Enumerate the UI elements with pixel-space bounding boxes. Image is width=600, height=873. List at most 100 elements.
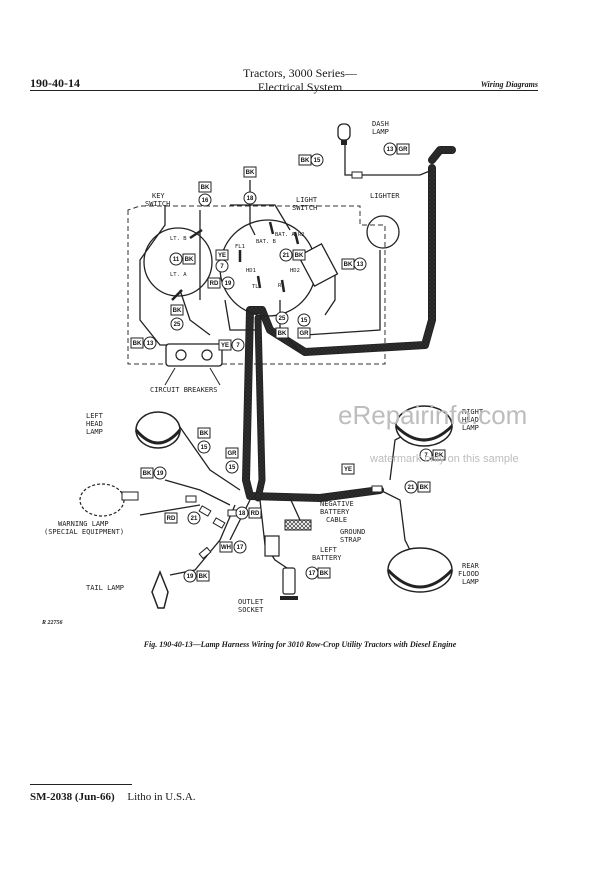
svg-text:21: 21: [408, 485, 415, 491]
ground-strap-label: STRAP: [340, 536, 361, 544]
color-code: YE: [218, 339, 232, 351]
title-line-1: Tractors, 3000 Series—: [243, 66, 357, 80]
left-head-lamp: [134, 411, 182, 449]
wire-tag: 17: [233, 540, 247, 554]
wire-tag: 13: [383, 142, 397, 156]
color-code: BK: [432, 449, 446, 461]
svg-text:BK: BK: [246, 170, 255, 176]
terminal-r2: R2: [298, 232, 305, 238]
color-code: RD: [207, 277, 221, 289]
terminal-hd2: HD2: [290, 268, 300, 274]
page-number: 190-40-14: [30, 76, 80, 90]
svg-text:RD: RD: [167, 516, 176, 522]
color-code: BK: [170, 304, 184, 316]
color-code: GR: [297, 327, 311, 339]
wires: [139, 145, 433, 576]
wire-tag: 18: [243, 191, 257, 205]
wire-tag: 15: [297, 313, 311, 327]
wire-tag: 21: [279, 248, 293, 262]
terminal-bat-a: BAT. A: [275, 232, 296, 238]
negative-battery-cable-label: CABLE: [326, 516, 347, 524]
svg-text:RD: RD: [210, 281, 219, 287]
svg-text:BK: BK: [199, 574, 208, 580]
terminal-fl1: FL1: [235, 244, 245, 250]
svg-text:BK: BK: [320, 571, 329, 577]
wire-tag: 13: [353, 257, 367, 271]
wire-tag: 7: [215, 259, 229, 273]
svg-text:YE: YE: [218, 253, 226, 259]
svg-text:YE: YE: [221, 343, 229, 349]
figure-reference-code: R 22756: [42, 620, 63, 626]
svg-text:7: 7: [236, 343, 240, 349]
svg-text:BK: BK: [201, 185, 210, 191]
right-head-lamp-label: HEAD: [462, 416, 479, 424]
svg-text:BK: BK: [301, 158, 310, 164]
svg-text:RD: RD: [251, 511, 260, 517]
wire-color-codes: BK GR BK BK BK YE RD BK BK BK BK GR BK Y…: [130, 143, 446, 582]
lighter-label: LIGHTER: [370, 192, 400, 200]
dash-lamp-label: DASH: [372, 120, 389, 128]
ground-strap-label: GROUND: [340, 528, 365, 536]
circuit-breakers: [164, 343, 223, 386]
color-code: WH: [219, 541, 233, 553]
color-code: YE: [215, 249, 229, 261]
svg-text:7: 7: [424, 453, 428, 459]
rear-flood-lamp-label: FLOOD: [458, 570, 479, 578]
wire-tag: 25: [170, 317, 184, 331]
wire-number-tags: 15 13 16 18 11 7 19 21 13 25 25 15 13 7 …: [143, 142, 433, 583]
svg-text:17: 17: [237, 545, 244, 551]
svg-text:YE: YE: [344, 467, 352, 473]
svg-text:WH: WH: [221, 545, 231, 551]
key-switch-label: SWITCH: [145, 200, 170, 208]
svg-text:15: 15: [301, 318, 308, 324]
color-code: BK: [298, 154, 312, 166]
color-code: BK: [292, 249, 306, 261]
svg-text:BK: BK: [200, 431, 209, 437]
color-code: BK: [196, 570, 210, 582]
svg-text:15: 15: [201, 445, 208, 451]
connectors: [185, 171, 383, 560]
right-head-lamp-label: RIGHT: [462, 408, 484, 416]
wire-tag: 19: [153, 466, 167, 480]
svg-text:17: 17: [309, 571, 316, 577]
color-code: BK: [275, 327, 289, 339]
svg-text:21: 21: [283, 253, 290, 259]
left-battery: [264, 519, 312, 557]
color-code: BK: [130, 337, 144, 349]
wire-tag: 11: [169, 252, 183, 266]
color-code: BK: [243, 166, 257, 178]
dash-lamp-label: LAMP: [372, 128, 389, 136]
wire-tag: 15: [310, 153, 324, 167]
svg-text:BK: BK: [344, 262, 353, 268]
svg-text:GR: GR: [399, 147, 409, 153]
circuit-breakers-label: CIRCUIT BREAKERS: [150, 386, 217, 394]
harness-cables: [242, 146, 456, 502]
left-battery-label: LEFT: [320, 546, 338, 554]
lighter: [366, 215, 400, 249]
svg-text:21: 21: [191, 516, 198, 522]
left-head-lamp-label: LEFT: [86, 412, 104, 420]
watermark-note: watermark only on this sample: [369, 453, 519, 465]
svg-text:15: 15: [229, 465, 236, 471]
svg-text:19: 19: [157, 471, 164, 477]
color-code: RD: [164, 512, 178, 524]
svg-text:25: 25: [174, 322, 181, 328]
svg-text:11: 11: [173, 257, 180, 263]
outlet-socket-label: OUTLET: [238, 598, 264, 606]
warning-lamp: [79, 483, 139, 517]
svg-text:13: 13: [357, 262, 364, 268]
rear-flood-lamp: [386, 547, 454, 593]
svg-text:BK: BK: [133, 341, 142, 347]
terminal-bat-b: BAT. B: [256, 239, 277, 245]
svg-text:15: 15: [314, 158, 321, 164]
wire-tag: 15: [225, 460, 239, 474]
right-head-lamp-label: LAMP: [462, 424, 479, 432]
footer-litho: Litho in U.S.A.: [127, 791, 196, 803]
svg-text:BK: BK: [173, 308, 182, 314]
svg-text:GR: GR: [300, 331, 310, 337]
rear-flood-lamp-label: LAMP: [462, 578, 479, 586]
color-code: BK: [140, 467, 154, 479]
wire-tag: 19: [183, 569, 197, 583]
terminal-hd1: HD1: [246, 268, 256, 274]
